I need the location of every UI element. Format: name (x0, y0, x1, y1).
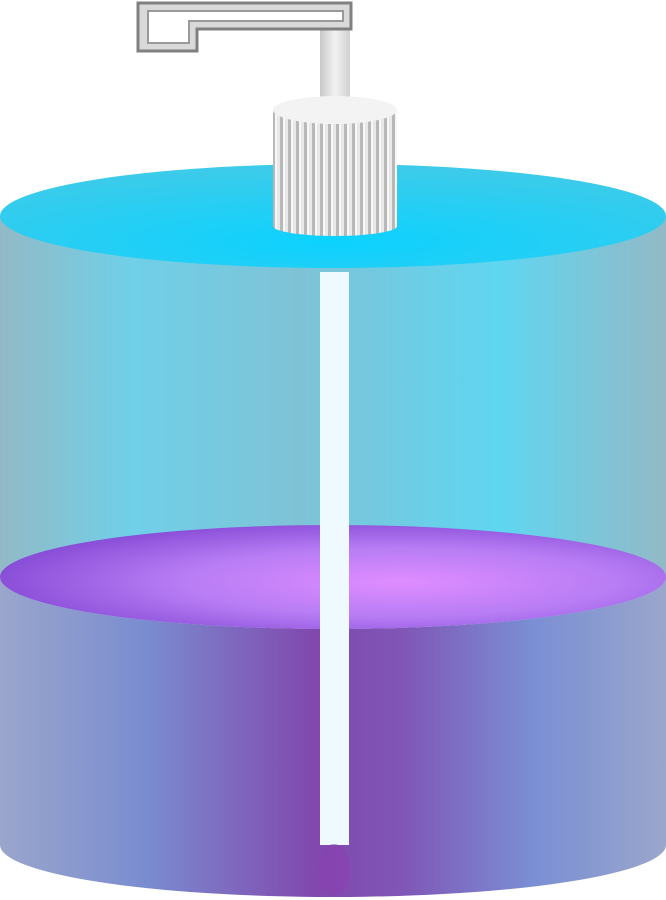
dip-tube (320, 272, 349, 845)
pump-collar-top (273, 96, 397, 124)
pump-nozzle-inner (147, 10, 344, 44)
dip-tube-end (318, 844, 350, 896)
pump-collar (273, 110, 397, 236)
